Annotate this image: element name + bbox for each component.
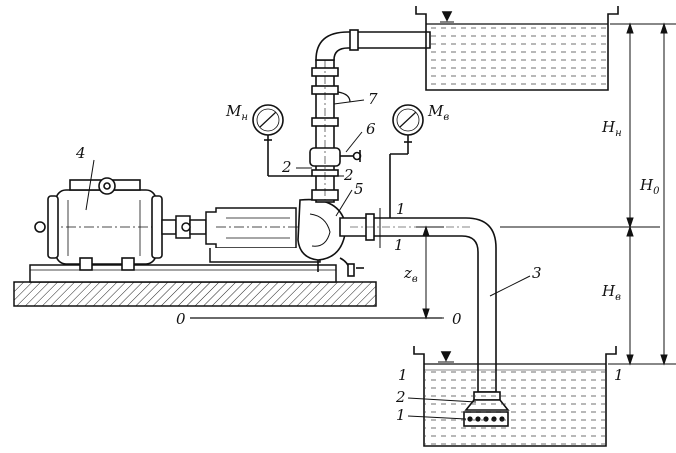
label-motor: 4 [75, 144, 86, 162]
label-dim-H-total: H0 [639, 176, 660, 197]
label-section-1b: 1 [394, 236, 404, 254]
label-lower-tank-1-left: 1 [398, 366, 408, 384]
label-foot-valve-2: 2 [395, 388, 406, 406]
pump-bearing-housing [205, 207, 321, 263]
leader-lines [85, 99, 531, 420]
label-strainer-1: 1 [396, 406, 406, 424]
coupling [161, 215, 207, 239]
label-section-2b: 2 [343, 166, 354, 184]
centrifugal-pump [297, 198, 364, 277]
label-pipe-7: 7 [368, 90, 378, 108]
label-gauge-discharge: Mн [225, 102, 248, 123]
label-datum-right: 0 [452, 310, 462, 328]
label-suction-pipe-3: 3 [532, 264, 542, 282]
lower-tank [413, 346, 617, 447]
label-dim-H-discharge: Hн [601, 118, 622, 139]
label-dim-z-suction: zв [403, 264, 418, 285]
label-section-2a: 2 [281, 158, 292, 176]
discharge-pressure-gauge [252, 104, 312, 177]
label-dim-H-suction: Hв [601, 282, 621, 303]
dimension-lines [416, 22, 676, 366]
label-pump-5: 5 [354, 180, 364, 198]
label-datum-left: 0 [176, 310, 186, 328]
label-lower-tank-1-right: 1 [614, 366, 624, 384]
section-lines [379, 208, 606, 371]
suction-pressure-gauge [389, 104, 424, 218]
foundation [13, 264, 377, 307]
label-section-1a: 1 [396, 200, 406, 218]
label-valve-6: 6 [366, 120, 376, 138]
label-gauge-suction: Mв [427, 102, 449, 123]
discharge-pipe [309, 29, 431, 203]
upper-tank [415, 6, 619, 91]
electric-motor [34, 177, 164, 271]
